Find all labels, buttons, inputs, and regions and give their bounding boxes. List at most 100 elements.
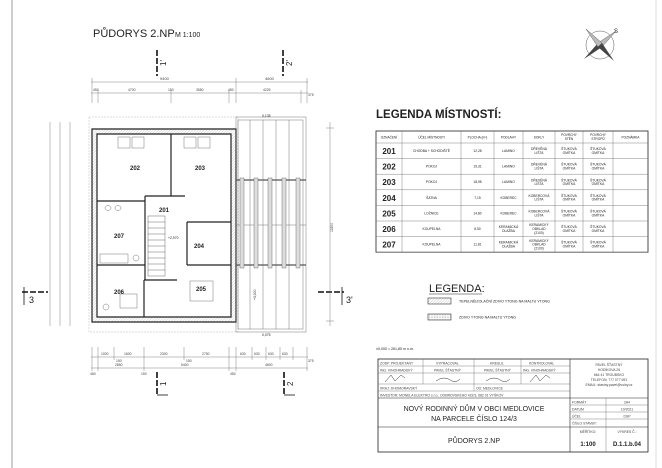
svg-text:4600: 4600 <box>265 76 275 81</box>
table-cell: KOBEREC <box>500 196 517 200</box>
svg-text:2850: 2850 <box>115 363 123 367</box>
table-cell: LIŠTA <box>535 197 545 202</box>
section-marker-1-top: 1' <box>156 50 168 76</box>
svg-text:150: 150 <box>141 372 147 376</box>
table-cell: (2100) <box>534 246 544 250</box>
svg-text:150: 150 <box>116 359 122 363</box>
floor-plan: +2,970 202 203 201 207 204 205 206 <box>88 114 307 337</box>
table-cell: LAMINO <box>502 149 515 153</box>
room-number: 201 <box>382 147 396 156</box>
table-cell: ŠTUKOVÁ <box>590 193 607 198</box>
table-cell: OMÍTKA <box>563 167 576 171</box>
table-cell: OMÍTKA <box>592 182 605 186</box>
svg-text:375: 375 <box>308 359 314 363</box>
table-cell: POKOJ <box>426 165 438 169</box>
dimension-top: 9400 4600 450 4700 150 3550 450 4225 375 <box>91 76 314 103</box>
table-cell: ŠTUKOVÁ <box>590 240 607 245</box>
svg-text:2: 2 <box>286 381 295 386</box>
table-cell: DŘEVĚNÁ <box>531 177 548 182</box>
table-cell: ŠTUKOVÁ <box>561 146 578 151</box>
table-cell: LOŽNICE <box>424 210 439 215</box>
svg-text:630: 630 <box>254 352 260 356</box>
section-marker-1-bottom: 1 <box>156 372 168 396</box>
room-204: 204 <box>194 244 205 250</box>
svg-text:1600: 1600 <box>124 352 132 356</box>
table-cell: DLAŽBA <box>502 228 516 233</box>
table-cell: OMÍTKA <box>563 151 576 155</box>
drawing-number-value: D.1.1.b.04 <box>613 442 642 448</box>
column-header: SOKLY <box>534 136 545 140</box>
svg-text:5400: 5400 <box>181 363 189 367</box>
scale-field-value: 1:100 <box>580 442 596 448</box>
section-marker-2-top: 2' <box>282 50 294 76</box>
table-cell: OMÍTKA <box>563 245 576 249</box>
investor: INVESTOR: MONELA ELEKTRO s.r.o., DOBROVS… <box>380 393 504 398</box>
name-prepared-by: PAVEL ŠŤASTNÝ <box>434 368 462 373</box>
svg-text:1': 1' <box>159 60 168 66</box>
table-cell: 19,31 <box>473 165 481 169</box>
field-format-label: FORMÁT <box>572 401 586 405</box>
column-header: POVRCHY <box>561 133 578 137</box>
table-cell: OBKLAD <box>532 243 546 247</box>
drawing-number-label: VÝKRES Č.: <box>617 429 636 434</box>
svg-text:11800: 11800 <box>330 223 334 232</box>
svg-text:450: 450 <box>93 88 99 92</box>
room-number: 206 <box>382 225 396 234</box>
table-cell: LIŠTA <box>535 166 545 171</box>
terrace-edge-top: 0,135 <box>262 114 271 118</box>
staircase <box>147 215 166 277</box>
scale-label: M 1:100 <box>175 32 200 39</box>
legend-swatch-insulating-masonry <box>427 297 452 305</box>
table-cell: OMÍTKA <box>563 229 576 233</box>
svg-text:630: 630 <box>268 352 274 356</box>
column-header: POZNÁMKA <box>622 136 641 140</box>
table-cell: DŘEVĚNÁ <box>531 146 548 151</box>
svg-text:1: 1 <box>159 381 168 386</box>
fixtures <box>99 136 214 311</box>
table-cell: KERAMICKÁ <box>499 241 519 245</box>
name-checked-by: ING. VINOHRADSKÝ <box>523 369 556 373</box>
dimension-left <box>49 122 71 326</box>
legend-item-masonry: ZDIVO YTONG NA MALTU YTONG <box>459 316 516 320</box>
room-201: 201 <box>159 208 170 214</box>
table-cell: LIŠTA <box>535 212 545 217</box>
column-header: POVRCHY <box>590 133 607 137</box>
table-cell: KOBEREC <box>500 211 517 215</box>
svg-text:450: 450 <box>228 88 234 92</box>
table-cell: ŠTUKOVÁ <box>590 162 607 167</box>
name-drawn-by: PAVEL ŠŤASTNÝ <box>484 368 512 373</box>
table-cell: ŠTUKOVÁ <box>561 224 578 229</box>
table-cell: ŠTUKOVÁ <box>561 209 578 214</box>
stair-level: +2,970 <box>168 236 179 240</box>
role-responsible-designer: ZODP. PROJEKTANT <box>380 362 413 366</box>
page-title: PŮDORYS 2.NP <box>93 27 175 40</box>
table-cell: OMÍTKA <box>592 245 605 249</box>
table-cell: KERAMICKÝ <box>529 223 549 227</box>
table-cell: DŘEVĚNÁ <box>531 162 548 167</box>
drawing-title: PŮDORYS 2.NP <box>448 436 500 445</box>
svg-text:2750: 2750 <box>202 352 210 356</box>
project-title-line-2: NA PARCELE ČÍSLO 124/3 <box>431 414 517 423</box>
terrace-edge-bottom: 0,075 <box>262 333 271 337</box>
room-number: 202 <box>382 163 396 172</box>
field-format-value: 2A4 <box>624 401 630 405</box>
terrace <box>235 116 307 333</box>
table-cell: 14,80 <box>473 211 481 215</box>
svg-text:150: 150 <box>186 359 192 363</box>
table-cell: OMÍTKA <box>592 213 605 217</box>
table-cell: KOBERCOVÁ <box>529 210 551 214</box>
table-cell: ŠTUKOVÁ <box>590 146 607 151</box>
table-cell: KOUPELNA <box>423 243 442 247</box>
room-number: 205 <box>382 209 396 218</box>
section-marker-3-right: 3' <box>318 287 353 305</box>
svg-text:1000: 1000 <box>101 352 109 356</box>
section-marker-2-bottom: 2 <box>283 372 295 396</box>
column-header: OZNAČENÍ <box>381 135 398 140</box>
table-cell: ŠTUKOVÁ <box>561 240 578 245</box>
table-cell: ŠTUKOVÁ <box>561 193 578 198</box>
terrace-level: +3,300 <box>253 289 257 300</box>
project-title-line-1: NOVÝ RODINNÝ DŮM V OBCI MEDLOVICE <box>404 404 545 413</box>
table-cell: OMÍTKA <box>563 182 576 186</box>
